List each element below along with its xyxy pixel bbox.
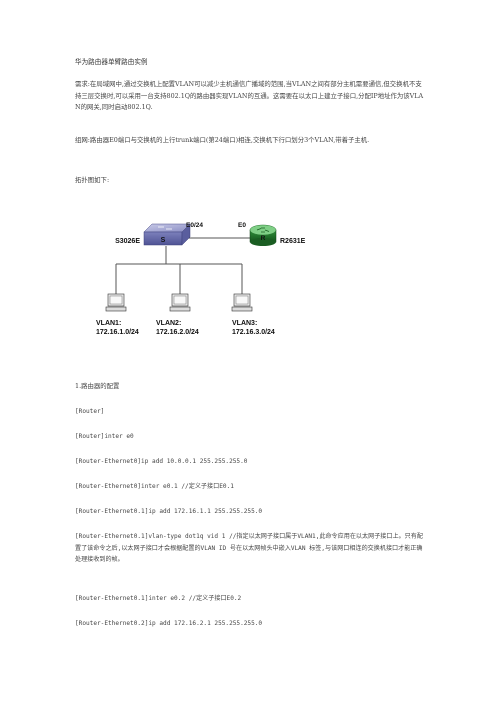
switch-port-label: E0/24 — [186, 222, 203, 229]
cmd-line: [Router-Ethernet0.2]ip add 172.16.2.1 25… — [75, 620, 263, 627]
cmd-line: [Router] — [75, 408, 105, 415]
switch-icon: S — [143, 223, 191, 246]
vlan3-name: VLAN3: — [232, 320, 257, 327]
router-icon: R — [249, 224, 277, 246]
vlan1-name: VLAN1: — [96, 320, 121, 327]
vlan2-name: VLAN2: — [156, 320, 181, 327]
cmd-line: [Router-Ethernet0]ip add 10.0.0.1 255.25… — [75, 458, 248, 465]
router-port-label: E0 — [238, 222, 246, 229]
switch-name: S3026E — [115, 238, 140, 245]
vlan2-net: 172.16.2.0/24 — [156, 329, 199, 336]
doc-title: 华为路由器单臂路由实例 — [75, 58, 148, 66]
network-paragraph: 组网:路由器E0端口与交换机的上行trunk端口(第24端口)相连,交换机下行口… — [75, 136, 370, 144]
switch-letter: S — [161, 237, 166, 244]
section-heading-router-config: 1.路由器的配置 — [75, 382, 120, 390]
vlan1-net: 172.16.1.0/24 — [96, 329, 139, 336]
cmd-line: [Router-Ethernet0]inter e0.1 //定义子接口E0.1 — [75, 483, 234, 490]
cmd-line: [Router-Ethernet0.1]ip add 172.16.1.1 25… — [75, 508, 263, 515]
requirement-paragraph: 需求:在局域网中,通过交换机上配置VLAN可以减少主机通信广播域的范围,当VLA… — [75, 80, 424, 111]
router-letter: R — [261, 235, 266, 242]
vlan-type-explanation: [Router-Ethernet0.1]vlan-type dot1q vid … — [75, 533, 423, 563]
computer-icon — [231, 293, 253, 312]
cmd-line: [Router-Ethernet0.1]inter e0.2 //定义子接口E0… — [75, 595, 242, 602]
topology-intro: 拓扑图如下: — [75, 176, 110, 184]
cmd-line: [Router]inter e0 — [75, 433, 134, 440]
vlan3-net: 172.16.3.0/24 — [232, 329, 275, 336]
computer-icon — [105, 293, 127, 312]
computer-icon — [169, 293, 191, 312]
topology-diagram: S R S3026E R2631E E0/24 E0 — [96, 222, 306, 336]
router-name: R2631E — [280, 238, 306, 245]
